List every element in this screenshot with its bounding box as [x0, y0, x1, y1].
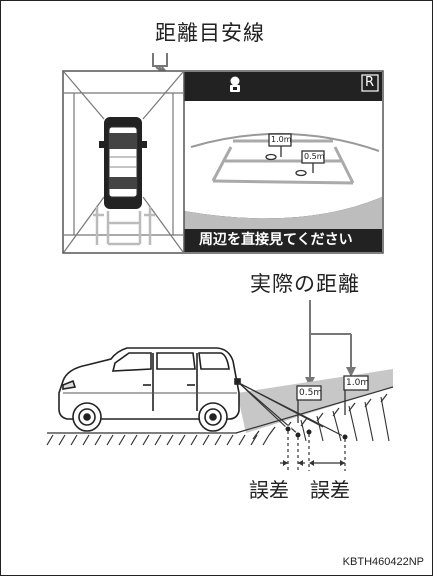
- distance-flags: [296, 375, 369, 423]
- guide-line-label: 距離目安線: [155, 21, 265, 45]
- error-label-right: 誤差: [310, 478, 350, 502]
- actual-distance-callout: [309, 300, 352, 385]
- direct-check-warning: 周辺を直接見てください: [199, 232, 353, 248]
- camera-icon: [230, 76, 240, 92]
- reverse-gear-label: R: [365, 75, 375, 90]
- flag-near-label: 0.5m: [299, 388, 323, 398]
- distance-marker-near-label: 0.5m: [304, 152, 325, 161]
- flag-far-label: 1.0m: [346, 378, 370, 388]
- rear-camera-panel: [183, 72, 382, 252]
- vehicle-side-view: [58, 347, 241, 432]
- flat-ground: [46, 432, 270, 446]
- top-view-panel: [63, 71, 184, 253]
- reverse-gear-indicator: [361, 74, 379, 92]
- distance-marker-far-label: 1.0m: [271, 135, 292, 144]
- error-label-left: 誤差: [249, 478, 289, 502]
- figure-code: KBTH460422NP: [342, 556, 424, 568]
- actual-distance-label: 実際の距離: [250, 272, 360, 296]
- vehicle-top-view: [99, 117, 147, 209]
